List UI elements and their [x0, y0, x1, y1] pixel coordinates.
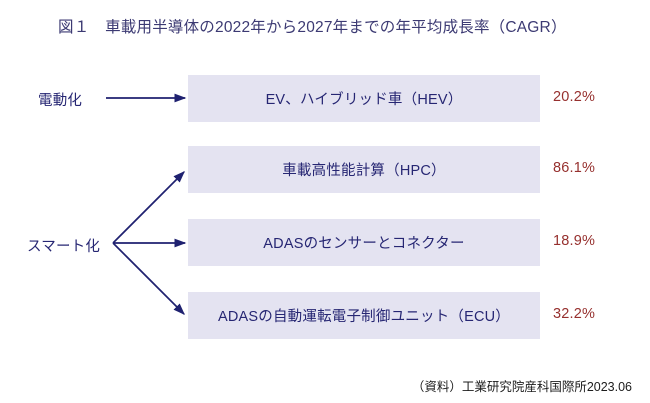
arrow-smart-to-hpc: [112, 171, 185, 244]
bar-row-ev-hev: EV、ハイブリッド車（HEV）: [188, 75, 540, 122]
group-label-smartification: スマート化: [27, 239, 101, 255]
bar-row-adas-sensors: ADASのセンサーとコネクター: [188, 219, 540, 266]
value-label-hpc: 86.1%: [553, 160, 596, 176]
group-label-electrification: 電動化: [38, 93, 83, 109]
arrow-smart-to-ecu: [112, 242, 185, 315]
value-label-ev-hev: 20.2%: [553, 89, 596, 105]
value-label-adas-ecu: 32.2%: [553, 306, 596, 322]
page-title: 図１ 車載用半導体の2022年から2027年までの年平均成長率（CAGR）: [58, 19, 567, 36]
bar-row-hpc: 車載高性能計算（HPC）: [188, 146, 540, 193]
source-note: （資料）工業研究院産科国際所2023.06: [411, 380, 632, 394]
bar-label: ADASの自動運転電子制御ユニット（ECU）: [218, 309, 510, 325]
bar-label: 車載高性能計算（HPC）: [282, 163, 446, 179]
bar-label: ADASのセンサーとコネクター: [263, 236, 465, 252]
value-label-adas-sensors: 18.9%: [553, 233, 596, 249]
bar-label: EV、ハイブリッド車（HEV）: [265, 92, 463, 108]
bar-row-adas-ecu: ADASの自動運転電子制御ユニット（ECU）: [188, 292, 540, 339]
